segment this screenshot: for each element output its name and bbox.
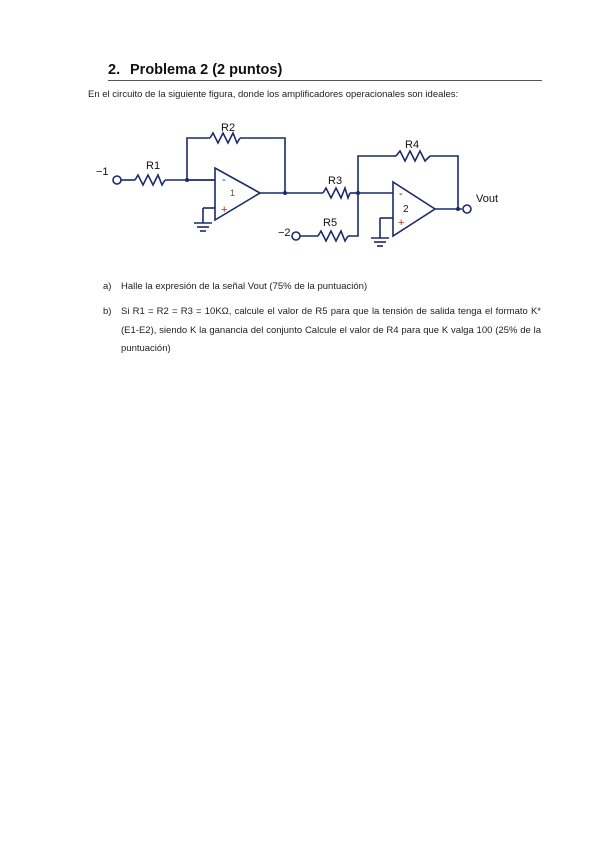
circuit-wires: [120, 137, 462, 238]
resistor-r5: [317, 229, 349, 243]
ground-symbol-2: [371, 237, 389, 247]
opamp-1-plus: +: [221, 204, 227, 216]
resistor-r4: [395, 149, 431, 163]
question-b-text-a: Si R1 = R2 = R3 = 10KΩ,: [121, 306, 232, 317]
opamp-1-label: 1: [230, 188, 235, 198]
circuit-diagram: −1 −2 Vout R1 R2 R3 R4 R5 - + 1 - + 2: [96, 122, 498, 247]
question-b-text-b: calcule el valor de R5 para que la tensi…: [121, 306, 541, 354]
question-b-body: Si R1 = R2 = R3 = 10KΩ, calcule el valor…: [121, 303, 541, 359]
opamp-2: [392, 180, 437, 238]
label-r4: R4: [405, 139, 419, 151]
question-a-text: Halle la expresión de la señal Vout (75%…: [121, 281, 368, 292]
ground-symbol-1: [194, 222, 212, 232]
label-input-1: −1: [96, 166, 109, 178]
terminal-input-2: [291, 231, 301, 241]
label-r1: R1: [146, 160, 160, 172]
opamp-2-minus: -: [399, 188, 403, 200]
label-input-2: −2: [278, 227, 291, 239]
junction-dots: [185, 178, 460, 211]
resistor-r2: [209, 131, 241, 145]
section-heading: 2. Problema 2 (2 puntos): [108, 62, 542, 81]
question-a-letter: a): [103, 281, 112, 292]
label-r3: R3: [328, 175, 342, 187]
opamp-2-plus: +: [398, 217, 404, 229]
label-r5: R5: [323, 217, 337, 229]
resistor-r1: [134, 173, 166, 187]
intro-text: En el circuito de la siguiente figura, d…: [88, 89, 459, 100]
opamp-2-label: 2: [403, 204, 409, 215]
section-number: 2.: [108, 62, 121, 78]
opamp-1: [214, 166, 262, 222]
question-b-letter: b): [103, 306, 112, 317]
terminal-input-1: [112, 175, 122, 185]
label-output: Vout: [476, 193, 498, 205]
opamp-1-minus: -: [222, 174, 226, 186]
terminal-output: [462, 204, 472, 214]
section-title: Problema 2 (2 puntos): [130, 62, 283, 78]
label-r2: R2: [221, 122, 235, 134]
resistor-r3: [322, 185, 351, 201]
